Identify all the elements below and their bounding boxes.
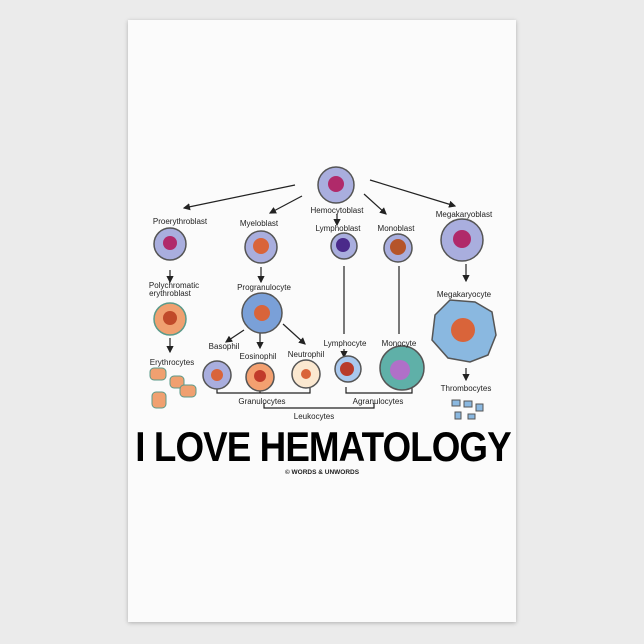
label-myeloblast: Myeloblast — [240, 219, 279, 228]
label-erythrocytes: Erythrocytes — [150, 358, 194, 367]
neutrophil-cell — [291, 359, 321, 389]
erythrocytes-cells — [149, 367, 197, 409]
polychromatic-erythroblast-cell — [153, 302, 187, 336]
label-lymphocyte: Lymphocyte — [324, 339, 367, 348]
progranulocyte-cell — [241, 292, 283, 334]
proerythroblast-cell — [153, 227, 187, 261]
label-neutrophil: Neutrophil — [288, 350, 325, 359]
label-megakaryoblast: Megakaryoblast — [436, 210, 493, 219]
monocyte-cell — [379, 345, 425, 391]
label-proerythroblast: Proerythroblast — [153, 217, 208, 226]
monoblast-cell — [383, 233, 413, 263]
title-i-love-hematology: I LOVE HEMATOLOGY — [135, 424, 511, 471]
label-granulocytes: Granulocytes — [238, 397, 285, 406]
label-eosinophil: Eosinophil — [240, 352, 277, 361]
lymphoblast-cell — [330, 232, 358, 260]
label-leukocytes: Leukocytes — [294, 412, 334, 421]
label-hemocytoblast: Hemocytoblast — [311, 206, 365, 215]
label-lymphoblast: Lymphoblast — [315, 224, 361, 233]
label-polychromatic: Polychromatic — [149, 281, 199, 290]
eosinophil-cell — [245, 362, 275, 392]
hemocytoblast-cell — [317, 166, 355, 204]
copyright-text: © WORDS & UNWORDS — [285, 468, 360, 476]
label-thrombocytes: Thrombocytes — [441, 384, 492, 393]
myeloblast-cell — [244, 230, 278, 264]
label-progranulocyte: Progranulocyte — [237, 283, 291, 292]
label-megakaryocyte: Megakaryocyte — [437, 290, 492, 299]
megakaryocyte-cell — [431, 299, 497, 363]
label-monoblast: Monoblast — [378, 224, 416, 233]
arrows — [166, 179, 470, 382]
label-monocyte: Monocyte — [382, 339, 417, 348]
lymphocyte-cell — [334, 355, 362, 383]
thrombocytes-cells — [451, 399, 484, 420]
label-basophil: Basophil — [209, 342, 240, 351]
megakaryoblast-cell — [440, 218, 484, 262]
label-erythroblast: erythroblast — [149, 289, 192, 298]
label-agranulocytes: Agranulocytes — [353, 397, 404, 406]
basophil-cell — [202, 360, 232, 390]
